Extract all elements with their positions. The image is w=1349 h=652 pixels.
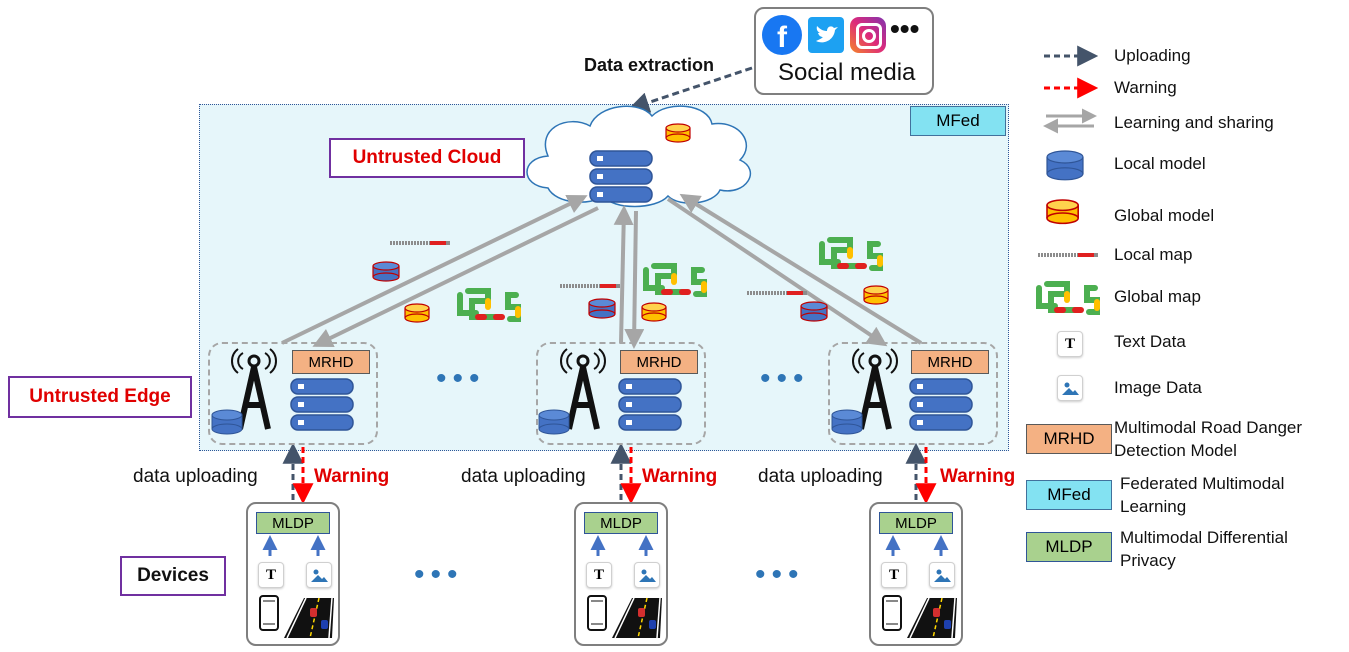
instagram-icon [850, 17, 886, 53]
legend-mrhd-tag: MRHD [1026, 424, 1112, 454]
legend-mldp-line2: Privacy [1120, 551, 1176, 570]
mfed-tag-label: MFed [936, 111, 980, 130]
text-glyph: T [888, 567, 899, 583]
untrusted-edge-label: Untrusted Edge [8, 376, 192, 418]
mrhd-tag: MRHD [620, 350, 698, 374]
legend-mrhd-label: MRHD [1043, 429, 1095, 448]
legend-global-model: Global model [1114, 206, 1215, 225]
mfed-tag: MFed [910, 106, 1006, 136]
global-map-icon [646, 266, 704, 294]
warning-label: Warning [642, 466, 718, 487]
mldp-tag: MLDP [584, 512, 658, 534]
edge-node [828, 342, 998, 445]
warning-label: Warning [940, 466, 1016, 487]
mldp-tag: MLDP [256, 512, 330, 534]
legend-uploading: Uploading [1114, 46, 1191, 65]
edge-node [536, 342, 706, 445]
text-glyph: T [593, 567, 604, 583]
device-node: MLDP T [574, 502, 668, 646]
mldp-tag: MLDP [879, 512, 953, 534]
image-data-icon [306, 562, 332, 588]
legend-mfed-label: MFed [1047, 485, 1091, 504]
global-model-icon [863, 285, 889, 305]
global-model-icon [404, 303, 430, 323]
twitter-icon [808, 17, 844, 53]
data-uploading-label: data uploading [758, 466, 883, 487]
device-ellipsis: ••• [755, 558, 805, 591]
legend-image-data: Image Data [1114, 378, 1202, 397]
text-data-icon: T [586, 562, 612, 588]
mrhd-label: MRHD [636, 353, 682, 371]
text-data-icon: T [258, 562, 284, 588]
legend-graphics [1036, 45, 1100, 312]
local-model-icon [372, 261, 400, 282]
mrhd-label: MRHD [927, 353, 973, 371]
mldp-label: MLDP [272, 514, 314, 532]
untrusted-edge-text: Untrusted Edge [29, 386, 171, 407]
edge-ellipsis: ••• [436, 362, 486, 395]
device-edge-arrows [282, 442, 937, 505]
text-data-icon: T [881, 562, 907, 588]
devices-label: Devices [120, 556, 226, 596]
legend-mldp-tag: MLDP [1026, 532, 1112, 562]
legend-mfed-line2: Learning [1120, 497, 1187, 516]
legend-local-model: Local model [1114, 154, 1206, 173]
global-map-icon [822, 240, 880, 268]
untrusted-cloud-text: Untrusted Cloud [352, 147, 502, 168]
extraction-arrow [628, 66, 753, 113]
legend-text-data: Text Data [1114, 332, 1186, 351]
device-ellipsis: ••• [414, 558, 464, 591]
mldp-label: MLDP [600, 514, 642, 532]
data-extraction-label: Data extraction [584, 55, 715, 75]
legend-mrhd-line2: Detection Model [1114, 441, 1237, 460]
more-icon: ••• [890, 13, 920, 44]
mrhd-tag: MRHD [911, 350, 989, 374]
legend-text-glyph: T [1064, 336, 1075, 352]
legend-mfed-line1: Federated Multimodal [1120, 474, 1285, 493]
social-media-label: Social media [778, 59, 916, 86]
device-node: MLDP T [246, 502, 340, 646]
global-model-icon [641, 302, 667, 322]
cloud-global-model-icon [665, 123, 691, 143]
legend-mldp-line1: Multimodal Differential [1120, 528, 1288, 547]
global-map-icon [460, 291, 518, 319]
edge-node [208, 342, 378, 445]
legend-global-map: Global map [1114, 287, 1201, 306]
untrusted-cloud-label: Untrusted Cloud [329, 138, 525, 178]
legend-mrhd-line1: Multimodal Road Danger [1114, 418, 1303, 437]
learning-arrows [281, 193, 923, 349]
legend-warning: Warning [1114, 78, 1177, 97]
mldp-label: MLDP [895, 514, 937, 532]
devices-text: Devices [137, 565, 209, 586]
data-uploading-label: data uploading [461, 466, 586, 487]
mrhd-tag: MRHD [292, 350, 370, 374]
cloud-server-icon [589, 150, 653, 203]
legend-local-map: Local map [1114, 245, 1193, 264]
facebook-icon: f [762, 15, 802, 55]
image-data-icon [929, 562, 955, 588]
social-media-box: f ••• Social media [754, 7, 934, 95]
legend-mldp-label: MLDP [1045, 537, 1093, 556]
device-inner-graphics [587, 535, 663, 639]
local-model-icon [588, 298, 616, 319]
text-glyph: T [265, 567, 276, 583]
legend-mfed-tag: MFed [1026, 480, 1112, 510]
edge-ellipsis: ••• [760, 362, 810, 395]
data-uploading-label: data uploading [133, 466, 258, 487]
device-inner-graphics [259, 535, 335, 639]
image-data-icon [634, 562, 660, 588]
warning-label: Warning [314, 466, 390, 487]
device-inner-graphics [882, 535, 958, 639]
mrhd-label: MRHD [308, 353, 354, 371]
legend-learning: Learning and sharing [1114, 113, 1274, 132]
legend-text-data-icon: T [1057, 331, 1083, 357]
device-node: MLDP T [869, 502, 963, 646]
local-model-icon [800, 301, 828, 322]
legend-image-data-icon [1057, 375, 1083, 401]
